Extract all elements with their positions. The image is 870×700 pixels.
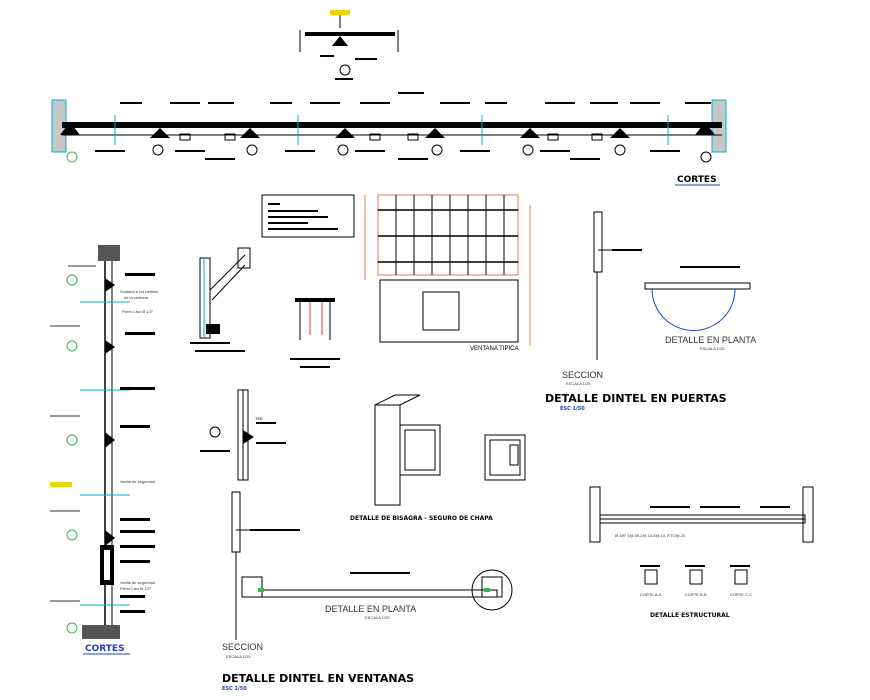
detalle-planta-puertas-label: DETALLE EN PLANTA [665,335,756,345]
corte-bb-label: CORTE B-B [685,592,707,597]
seccion-puertas-label: SECCION [562,370,603,380]
dintel-ref-label: Ø 3/8" 1@.05,2@.10,5@.15, RTO@.20 [615,533,686,538]
puertas-planta: DETALLE EN PLANTA ESCALA 1/25 [644,266,756,351]
tee-label: TEE [255,416,263,421]
detalle-dintel-puertas-title: DETALLE DINTEL EN PUERTAS [545,392,727,405]
bisagra-detail: DETALLE DE BISAGRA - SEGURO DE CHAPA [350,394,526,522]
corte-cc-label: CORTE C-C [730,592,752,597]
legend-box [261,194,355,238]
cortes-top-label: CORTES [677,175,717,185]
seccion-ventanas-label: SECCION [222,642,263,652]
top-detail-small [299,10,399,80]
fierro-liso-note-2: Fierro Liso Ø 1/2" [120,586,152,591]
de-ventana-note: de la ventana [124,295,149,300]
top-long-section: CORTES [51,92,727,186]
left-vertical-section: Soldado a los perfiles de la ventana Fie… [50,245,158,655]
esc-puertas-label: ESC 1/50 [560,406,585,412]
puertas-section: SECCION ESCALA 1/25 [562,211,642,386]
varilla-seguridad-note-1: Varilla de seguridad [120,479,155,484]
escala-planta-puertas: ESCALA 1/25 [700,346,725,351]
detalle-planta-ventanas-label: DETALLE EN PLANTA [325,604,416,614]
detalle-estructural-label: DETALLE ESTRUCTURAL [650,612,730,619]
detalle-estructural: Ø 3/8" 1@.05,2@.10,5@.15, RTO@.20 CORTE … [589,486,814,619]
cortes-left-label: CORTES [85,644,125,654]
escala-planta-ventanas: ESCALA 1/25 [365,615,390,620]
varilla-seguridad-note-2: Varilla de seguridad [120,580,155,585]
escala-seccion-puertas: ESCALA 1/25 [566,381,591,386]
hinge-section-detail [190,247,251,352]
detalle-dintel-ventanas-title: DETALLE DINTEL EN VENTANAS [222,672,414,685]
detalle-bisagra-label: DETALLE DE BISAGRA - SEGURO DE CHAPA [350,515,493,522]
soldado-note: Soldado a los perfiles [120,289,158,294]
escala-seccion-ventanas: ESCALA 1/25 [226,654,251,659]
ventana-tipica-elevation: VENTANA TIPICA [364,194,531,352]
corte-aa-label: CORTE A-A [640,592,662,597]
bolt-detail [290,298,340,368]
tee-detail: TEE [200,389,286,481]
esc-ventanas-label: ESC 1/50 [222,686,247,692]
ventanas-planta: DETALLE EN PLANTA ESCALA 1/25 [241,569,513,620]
ventana-tipica-label: VENTANA TIPICA [470,346,518,352]
ventanas-section: SECCION ESCALA 1/25 [222,491,300,659]
fierro-liso-note: Fierro Liso Ø 1/2" [122,309,154,314]
